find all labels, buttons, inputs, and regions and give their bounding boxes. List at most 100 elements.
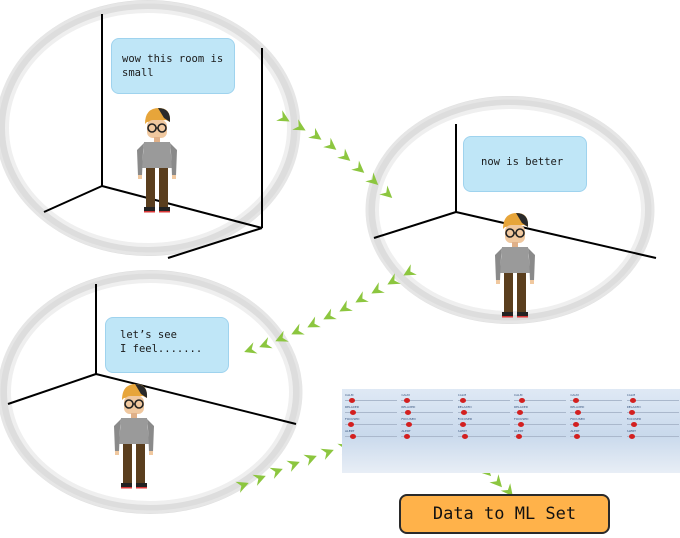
slider-label: FOCUSED bbox=[514, 418, 529, 421]
slider-track bbox=[457, 412, 510, 413]
slider-label: CALM bbox=[570, 394, 579, 397]
slider-knob[interactable] bbox=[630, 398, 637, 403]
slider-label: ALERT bbox=[514, 430, 524, 433]
slider-knob[interactable] bbox=[461, 410, 468, 415]
speech-bubble-room-3: let’s see I feel....... bbox=[105, 317, 229, 373]
slider-label: FOCUSED bbox=[401, 418, 416, 421]
emotion-slider[interactable] bbox=[514, 421, 566, 427]
emotion-slider[interactable] bbox=[626, 421, 679, 427]
slider-knob[interactable] bbox=[631, 422, 638, 427]
slider-track bbox=[570, 436, 623, 437]
slider-knob[interactable] bbox=[405, 422, 412, 427]
slider-track bbox=[401, 400, 454, 401]
slider-track bbox=[514, 412, 566, 413]
slider-track bbox=[345, 424, 397, 425]
person-3 bbox=[113, 383, 155, 490]
slider-label: ALERT bbox=[401, 430, 411, 433]
emotion-slider[interactable] bbox=[514, 409, 566, 415]
slider-track bbox=[401, 424, 454, 425]
slider-label: RELAXED bbox=[401, 406, 416, 409]
slider-knob[interactable] bbox=[349, 434, 356, 439]
emotion-slider[interactable] bbox=[457, 397, 510, 403]
slider-knob[interactable] bbox=[574, 434, 580, 439]
slider-column: CALM RELAXED FOCUSED ALERT bbox=[401, 391, 454, 439]
emotion-slider[interactable] bbox=[401, 409, 454, 415]
room-2 bbox=[365, 96, 657, 324]
slider-label: ALERT bbox=[345, 430, 355, 433]
slider-label: FOCUSED bbox=[626, 418, 642, 421]
slider-knob[interactable] bbox=[405, 410, 411, 415]
slider-label: CALM bbox=[626, 394, 636, 397]
data-to-ml-set-button[interactable]: Data to ML Set bbox=[399, 494, 610, 534]
slider-knob[interactable] bbox=[347, 422, 354, 427]
emotion-slider[interactable] bbox=[345, 409, 397, 415]
emotion-slider[interactable] bbox=[345, 433, 397, 439]
emotion-slider[interactable] bbox=[514, 433, 566, 439]
emotion-slider[interactable] bbox=[626, 409, 679, 415]
slider-track bbox=[457, 424, 510, 425]
emotion-slider[interactable] bbox=[570, 397, 623, 403]
slider-track bbox=[626, 436, 679, 437]
slider-label: FOCUSED bbox=[457, 418, 473, 421]
slider-knob[interactable] bbox=[403, 398, 410, 403]
room-1 bbox=[0, 0, 301, 259]
slider-track bbox=[514, 436, 566, 437]
slider-knob[interactable] bbox=[404, 434, 411, 439]
slider-track bbox=[626, 400, 679, 401]
slider-column: CALM RELAXED FOCUSED ALERT bbox=[514, 391, 566, 439]
slider-knob[interactable] bbox=[349, 410, 356, 415]
slider-knob[interactable] bbox=[516, 434, 523, 439]
slider-track bbox=[570, 400, 623, 401]
slider-track bbox=[457, 400, 510, 401]
slider-track bbox=[345, 400, 397, 401]
emotion-slider[interactable] bbox=[457, 409, 510, 415]
slider-label: ALERT bbox=[570, 430, 580, 433]
slider-knob[interactable] bbox=[518, 398, 525, 403]
slider-knob[interactable] bbox=[572, 398, 579, 403]
emotion-slider[interactable] bbox=[345, 397, 397, 403]
slider-label: RELAXED bbox=[570, 406, 585, 409]
slider-label: ALERT bbox=[457, 430, 467, 433]
emotion-slider[interactable] bbox=[626, 397, 679, 403]
emotion-slider[interactable] bbox=[570, 433, 623, 439]
slider-track bbox=[514, 424, 566, 425]
emotion-slider[interactable] bbox=[626, 433, 679, 439]
slider-label: RELAXED bbox=[345, 406, 360, 409]
slider-column: CALM RELAXED FOCUSED ALERT bbox=[570, 391, 623, 439]
slider-knob[interactable] bbox=[517, 422, 524, 427]
slider-knob[interactable] bbox=[629, 434, 636, 439]
slider-knob[interactable] bbox=[573, 422, 580, 427]
slider-knob[interactable] bbox=[460, 398, 467, 403]
slider-knob[interactable] bbox=[574, 410, 581, 415]
slider-knob[interactable] bbox=[628, 410, 635, 415]
emotion-slider[interactable] bbox=[401, 433, 454, 439]
slider-label: FOCUSED bbox=[345, 418, 360, 421]
slider-label: FOCUSED bbox=[570, 418, 585, 421]
slider-label: ALERT bbox=[626, 430, 636, 433]
slider-label: RELAXED bbox=[457, 406, 472, 409]
emotion-slider[interactable] bbox=[401, 397, 454, 403]
slider-label: CALM bbox=[457, 394, 467, 397]
slider-knob[interactable] bbox=[348, 398, 355, 403]
slider-knob[interactable] bbox=[516, 410, 523, 415]
slider-label: CALM bbox=[401, 394, 410, 397]
slider-track bbox=[401, 412, 454, 413]
slider-track bbox=[401, 436, 454, 437]
emotion-slider[interactable] bbox=[570, 421, 623, 427]
emotion-slider[interactable] bbox=[570, 409, 623, 415]
emotion-slider[interactable] bbox=[401, 421, 454, 427]
slider-label: CALM bbox=[514, 394, 523, 397]
emotion-slider[interactable] bbox=[345, 421, 397, 427]
emotion-slider[interactable] bbox=[457, 433, 510, 439]
slider-label: RELAXED bbox=[514, 406, 529, 409]
emotion-slider[interactable] bbox=[514, 397, 566, 403]
slider-track bbox=[345, 436, 397, 437]
slider-knob[interactable] bbox=[462, 434, 469, 439]
speech-bubble-room-2: now is better bbox=[463, 136, 587, 192]
slider-knob[interactable] bbox=[459, 422, 466, 427]
emotion-slider[interactable] bbox=[457, 421, 510, 427]
slider-track bbox=[626, 412, 679, 413]
